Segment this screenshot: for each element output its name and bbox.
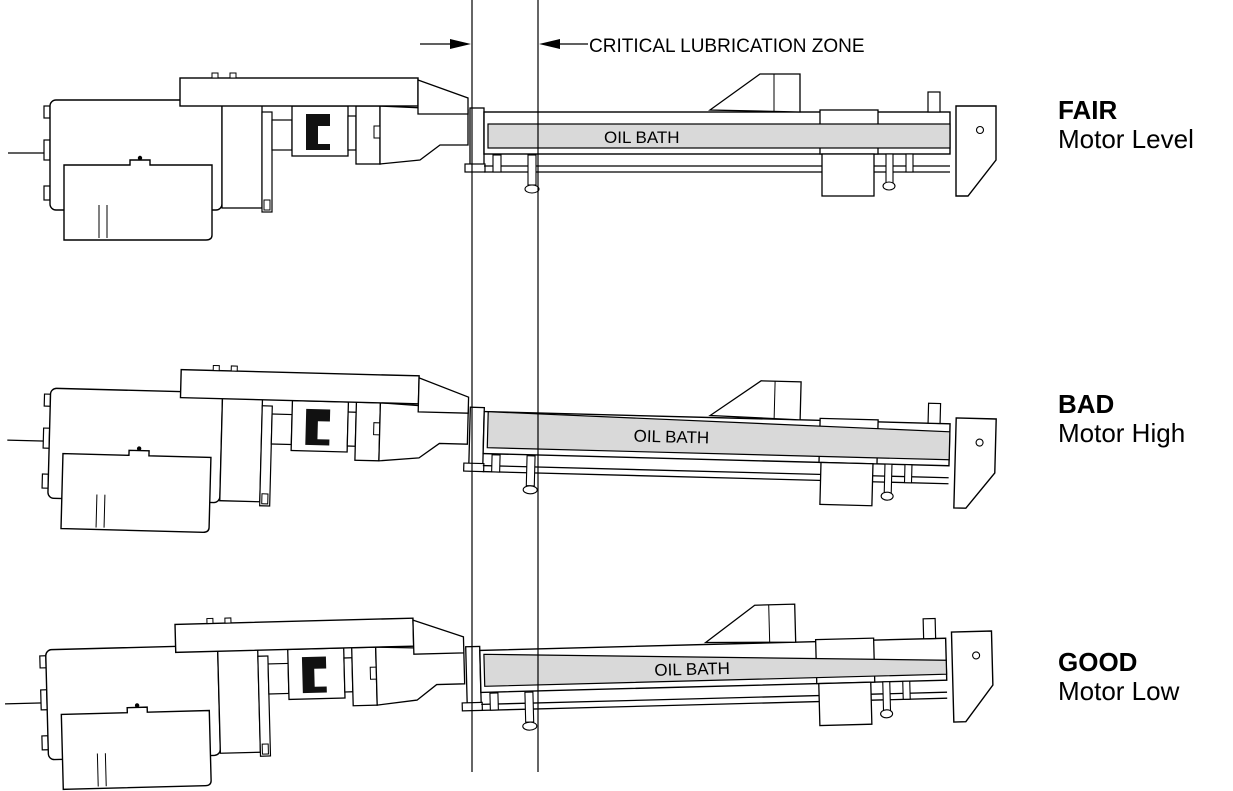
oil-bath-label-good: OIL BATH — [654, 659, 730, 680]
oil-bath-label-bad: OIL BATH — [633, 427, 709, 448]
status-bad: BAD Motor High — [1058, 390, 1185, 447]
status-good: GOOD Motor Low — [1058, 648, 1179, 705]
zone-left-arrow — [420, 39, 471, 49]
oil-bath-bad — [486, 411, 951, 461]
zone-label: CRITICAL LUBRICATION ZONE — [589, 36, 865, 57]
rating-bad: BAD — [1058, 389, 1115, 419]
position-fair: Motor Level — [1058, 123, 1194, 154]
status-fair: FAIR Motor Level — [1058, 96, 1194, 153]
rating-good: GOOD — [1058, 647, 1138, 677]
oil-bath-label-fair: OIL BATH — [604, 128, 680, 147]
oil-bath-good — [483, 653, 948, 687]
assembly-bad: OIL BATH — [4, 359, 998, 554]
oil-bath-fair — [487, 123, 951, 149]
rating-fair: FAIR — [1058, 95, 1118, 125]
zone-right-arrow — [539, 39, 588, 49]
assembly-good: OIL BATH — [2, 597, 996, 791]
position-bad: Motor High — [1058, 417, 1186, 448]
assembly-fair: OIL BATH — [7, 72, 997, 241]
position-good: Motor Low — [1058, 675, 1180, 706]
